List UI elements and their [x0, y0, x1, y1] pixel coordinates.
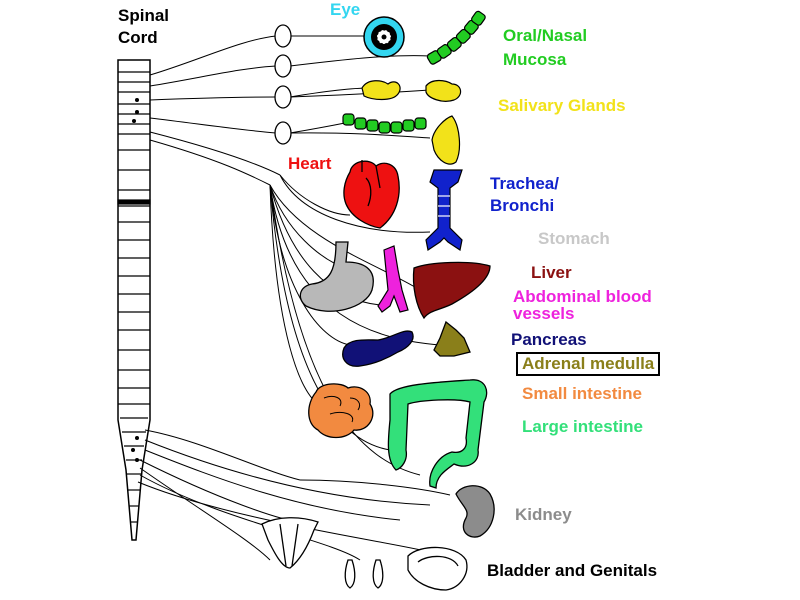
ganglion-1 — [274, 24, 292, 48]
ganglion-3 — [274, 85, 292, 109]
label-heart: Heart — [288, 154, 332, 173]
bladder-genitals-organ — [261, 517, 468, 591]
label-eye: Eye — [330, 0, 361, 19]
spinal-segments — [117, 71, 151, 523]
eye-organ — [363, 16, 405, 58]
trachea-organ — [425, 169, 463, 251]
label-spinal-cord-line1: Spinal — [118, 6, 170, 25]
large-intestine-organ — [387, 379, 488, 489]
salivary-duct-chain — [342, 113, 427, 134]
ganglia — [274, 24, 292, 145]
kidney-organ — [455, 485, 495, 538]
pancreas-organ — [342, 330, 414, 367]
label-small-intestine: Small intestine — [522, 384, 642, 403]
label-stomach: Stomach — [538, 229, 610, 248]
label-liver: Liver — [531, 263, 572, 282]
abdominal-vessel-organ — [377, 245, 409, 313]
label-abdominal-line2: vessels — [513, 304, 575, 323]
label-oral-nasal-line2: Mucosa — [503, 50, 567, 69]
adrenal-organ — [433, 320, 471, 357]
label-pancreas: Pancreas — [511, 330, 587, 349]
small-intestine-organ — [308, 383, 374, 439]
label-salivary: Salivary Glands — [498, 96, 626, 115]
ganglion-2 — [274, 54, 292, 78]
label-oral-nasal-line1: Oral/Nasal — [503, 26, 588, 45]
label-bladder-genitals: Bladder and Genitals — [487, 561, 658, 580]
liver-organ — [412, 261, 491, 320]
spinal-dots — [131, 98, 139, 462]
label-large-intestine: Large intestine — [522, 417, 643, 436]
salivary-organ — [361, 79, 462, 165]
ganglion-4 — [274, 121, 292, 145]
label-spinal-cord-line2: Cord — [118, 28, 158, 47]
label-abdominal-line1: Abdominal blood — [513, 287, 652, 306]
label-trachea-line1: Trachea/ — [490, 174, 559, 193]
label-kidney: Kidney — [515, 505, 572, 524]
stomach-organ — [299, 241, 374, 312]
label-adrenal: Adrenal medulla — [516, 352, 661, 376]
spinal-cord — [117, 59, 151, 541]
mucosa-organ — [426, 10, 486, 65]
heart-organ — [343, 160, 400, 229]
label-trachea-line2: Bronchi — [490, 196, 555, 215]
